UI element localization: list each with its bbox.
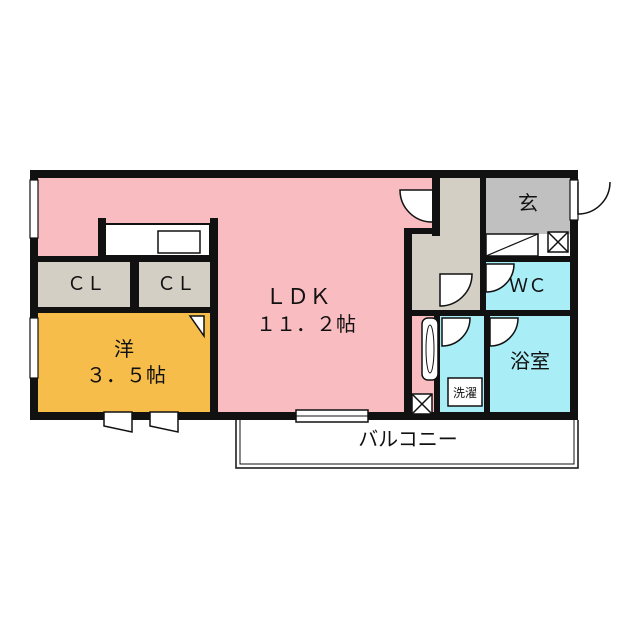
laundry-box xyxy=(447,377,483,407)
washbasin-bowl xyxy=(425,324,435,374)
storage-box-icon xyxy=(411,393,433,415)
wall-right xyxy=(570,170,578,420)
kitchen-sink xyxy=(157,230,201,254)
door-ldk xyxy=(399,189,433,223)
door-closet-1 xyxy=(188,315,205,339)
closet-2-floor xyxy=(139,262,210,307)
wall-top xyxy=(30,170,578,178)
balcony-inner xyxy=(239,420,575,465)
door-western-1 xyxy=(103,411,133,433)
bathroom-label: 浴室 xyxy=(510,349,550,373)
window-left-top xyxy=(29,179,39,239)
door-entrance xyxy=(577,181,611,215)
doors xyxy=(103,181,611,433)
balcony-label: バルコニー xyxy=(358,427,458,451)
western-room-floor xyxy=(38,313,210,412)
door-hall xyxy=(439,273,473,307)
entrance-step-line xyxy=(485,233,539,257)
window-left-bottom xyxy=(29,317,39,379)
closet-1-floor xyxy=(38,262,130,307)
door-wc xyxy=(485,263,515,293)
washbasin xyxy=(421,317,439,381)
wall-closet-divider xyxy=(130,256,139,313)
laundry-label: 洗濯 xyxy=(453,386,477,400)
ldk-label: ＬＤＫ xyxy=(265,285,331,310)
wall-wash-top xyxy=(404,310,570,316)
wall-hall-left xyxy=(432,178,440,236)
wall-left xyxy=(30,170,38,420)
wall-bath-left xyxy=(484,316,490,420)
door-wash xyxy=(441,317,471,347)
entrance-label: 玄 xyxy=(518,191,538,215)
entrance-floor xyxy=(484,178,570,234)
door-bath xyxy=(489,317,519,347)
wall-closet-top xyxy=(30,256,210,262)
door-western-2 xyxy=(149,411,179,433)
window-entrance xyxy=(569,179,579,221)
closet-2-label: ＣＬ xyxy=(157,273,195,295)
wall-closet-bottom xyxy=(30,307,210,313)
wall-western-right xyxy=(210,218,218,420)
shoe-box-icon xyxy=(547,231,569,253)
closet-1-label: ＣＬ xyxy=(67,273,105,295)
toilet-label: ＷＣ xyxy=(509,275,547,297)
ldk-size: １１．２帖 xyxy=(256,312,356,336)
storage-floor xyxy=(412,232,440,314)
balcony-outline xyxy=(235,420,579,469)
wall-storage-left xyxy=(404,228,412,420)
wall-counter-left xyxy=(98,218,106,262)
wall-storage-top xyxy=(404,228,440,234)
western-label: 洋 xyxy=(114,337,134,361)
wall-hall-right xyxy=(480,178,486,316)
wall-wc-top xyxy=(480,256,570,262)
western-size: ３．５帖 xyxy=(86,363,166,387)
wall-bottom-mid xyxy=(368,412,578,420)
